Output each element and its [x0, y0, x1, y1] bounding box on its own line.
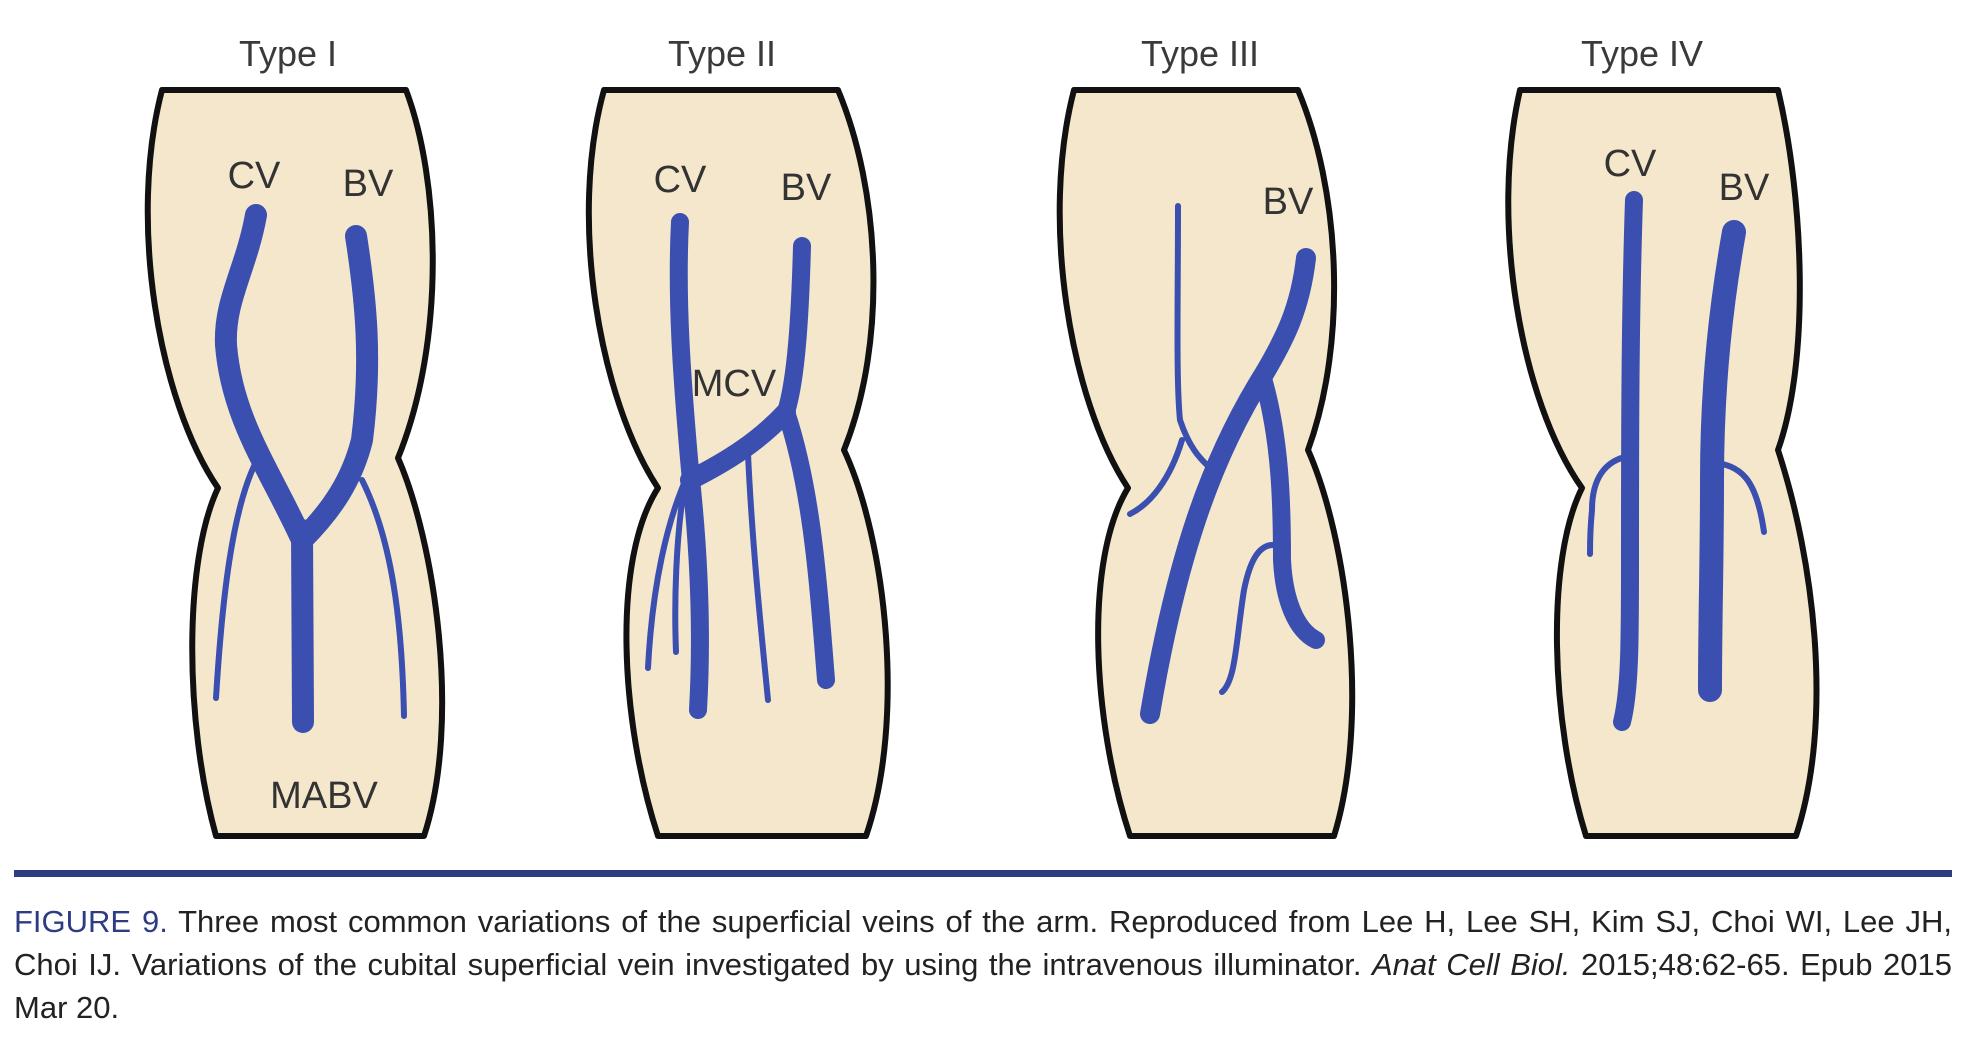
median-antebrachial-vein-type-1 — [302, 530, 303, 722]
arm-outline-type-4 — [1508, 90, 1816, 836]
vein-label-cv-type-1: CV — [228, 155, 281, 197]
panel-title-type-1: Type I — [239, 33, 337, 74]
vein-label-mabv-type-1: MABV — [270, 775, 378, 817]
panel-type-2: Type II CV BV MCV — [589, 33, 888, 836]
figure-label: FIGURE 9. — [14, 904, 168, 939]
vein-label-bv-type-3: BV — [1263, 181, 1314, 223]
cephalic-vein-type-4 — [1622, 200, 1634, 722]
panel-title-type-4: Type IV — [1581, 33, 1703, 74]
vein-label-bv-type-2: BV — [781, 167, 832, 209]
vein-label-cv-type-2: CV — [654, 159, 707, 201]
panel-type-4: Type IV CV BV — [1508, 33, 1816, 836]
panel-type-3: Type III BV — [1060, 33, 1353, 836]
panel-type-1: Type I CV BV MABV — [148, 33, 442, 836]
vein-label-bv-type-4: BV — [1719, 167, 1770, 209]
panel-title-type-2: Type II — [668, 33, 776, 74]
caption-divider — [14, 870, 1952, 877]
figure-caption: FIGURE 9. Three most common variations o… — [14, 900, 1952, 1029]
vein-label-bv-type-1: BV — [343, 163, 394, 205]
panel-title-type-3: Type III — [1141, 33, 1259, 74]
vein-label-cv-type-4: CV — [1604, 143, 1657, 185]
vein-label-mcv-type-2: MCV — [692, 363, 777, 405]
vein-variations-figure: Type I CV BV MABV Type II CV BV MCV Type — [0, 0, 1966, 860]
caption-journal: Anat Cell Biol. — [1372, 947, 1571, 982]
